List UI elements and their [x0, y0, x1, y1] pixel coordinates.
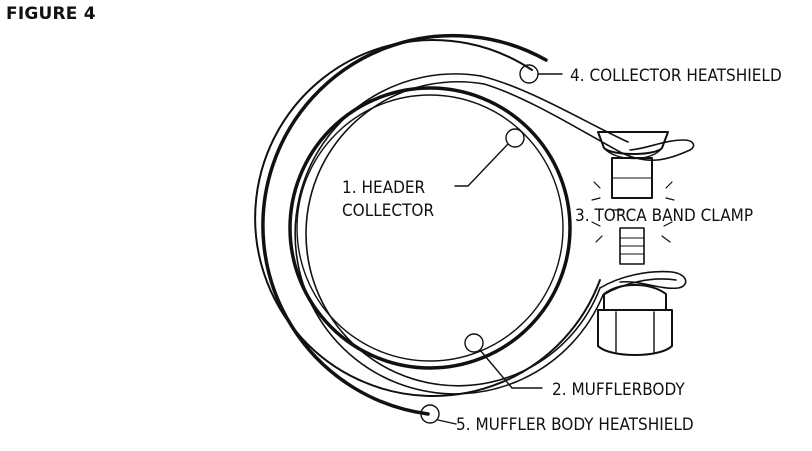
label-header-collector-1: 1. HEADER: [342, 178, 426, 198]
clamp-tension-marks: [591, 181, 675, 243]
leader-4: [519, 64, 563, 84]
label-collector-heatshield: 4. COLLECTOR HEATSHIELD: [570, 66, 782, 86]
label-band-clamp: 3. TORCA BAND CLAMP: [575, 206, 753, 226]
muffler-body-heatshield: [261, 33, 548, 416]
figure-title: FIGURE 4: [6, 4, 96, 24]
label-muffler-body: 2. MUFFLERBODY: [552, 380, 685, 400]
leader-5: [420, 404, 457, 425]
torca-band-clamp: [591, 131, 675, 356]
label-muffler-body-heatshield: 5. MUFFLER BODY HEATSHIELD: [456, 415, 694, 435]
leader-1: [454, 128, 525, 187]
leader-2: [464, 333, 543, 389]
label-header-collector-2: COLLECTOR: [342, 201, 434, 221]
header-collector-pipe: [288, 86, 572, 370]
